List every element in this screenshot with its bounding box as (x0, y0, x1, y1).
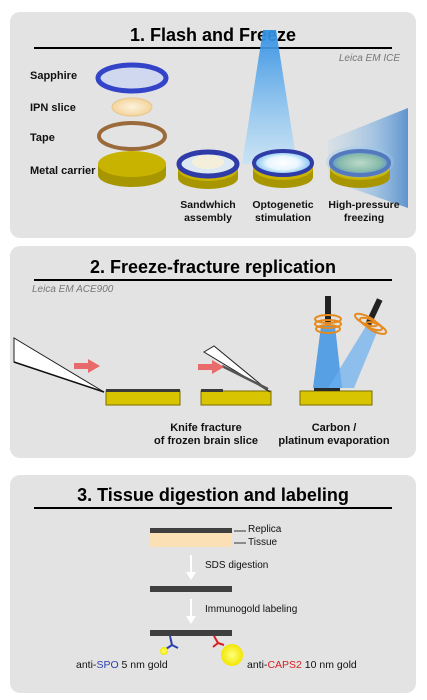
anti-caps2-target: CAPS2 (267, 659, 302, 671)
carbon-platinum-evaporation (299, 296, 388, 406)
replica-layer (150, 528, 232, 533)
gold-particle-10nm (221, 644, 243, 666)
caption-hpf-line1: High-pressure (328, 199, 400, 211)
anti-spo-prefix: anti- (76, 659, 97, 671)
panel1-title: 1. Flash and Freeze (129, 25, 297, 45)
caption-sandwich-line1: Sandwhich (180, 199, 236, 211)
layer-label-ipn-slice: IPN slice (30, 102, 76, 114)
caption-knife-line1: Knife fracture (170, 422, 242, 434)
labeled-replica (150, 630, 243, 666)
label-tissue: Tissue (248, 537, 278, 548)
caption-opto-line1: Optogenetic (252, 199, 314, 211)
replica-after-sds (150, 586, 232, 592)
layer-label-metal-carrier: Metal carrier (30, 165, 96, 177)
gold-particle-5nm (160, 647, 168, 655)
anti-caps2-suffix: 10 nm gold (301, 659, 357, 671)
optogenetic-stimulation (242, 30, 314, 188)
sandwich-assembly (176, 149, 240, 189)
carbon-electrode (325, 296, 331, 324)
arrow-down-2 (186, 599, 196, 624)
panel1-title-rule (34, 47, 392, 49)
panel2-instrument: Leica EM ACE900 (32, 284, 114, 295)
frozen-slice-1 (105, 389, 181, 406)
anti-spo-suffix: 5 nm gold (118, 659, 168, 671)
ipn-slice-disc (111, 97, 153, 117)
label-anti-spo: anti-SPO 5 nm gold (76, 659, 168, 671)
platinum-beam (328, 326, 378, 388)
layer-label-tape: Tape (30, 132, 55, 144)
tissue-layer (150, 533, 232, 547)
tape-ring (97, 121, 167, 151)
step-sds-digestion: SDS digestion (205, 560, 269, 571)
light-beam (242, 30, 297, 164)
freeze-fracture-illustration (13, 296, 388, 406)
caption-opto-line2: stimulation (254, 212, 311, 224)
caption-knife-fracture: Knife fracture of frozen brain slice (136, 422, 276, 448)
panel2-title: 2. Freeze-fracture replication (89, 257, 337, 277)
frozen-slice-2 (200, 389, 272, 406)
push-arrow-1 (74, 359, 100, 373)
panel3-title: 3. Tissue digestion and labeling (77, 485, 349, 505)
anti-caps2-prefix: anti- (247, 659, 268, 671)
label-anti-caps2: anti-CAPS2 10 nm gold (247, 659, 357, 671)
replica-tissue-stack (150, 528, 246, 547)
caption-evap-line2: platinum evaporation (278, 435, 390, 447)
carbon-beam (313, 326, 342, 388)
anti-spo-target: SPO (96, 659, 119, 671)
panel2-title-rule (34, 279, 392, 281)
carbon-coil (314, 314, 342, 334)
knife-2 (203, 345, 271, 393)
caption-sandwich: Sandwhich assembly (172, 199, 244, 225)
frozen-slice-3 (299, 390, 373, 406)
caption-hpf-line2: freezing (343, 212, 385, 224)
caption-knife-line2: of frozen brain slice (154, 435, 258, 447)
caption-sandwich-line2: assembly (184, 212, 232, 224)
step-immunogold-labeling: Immunogold labeling (205, 604, 298, 615)
arrow-down-1 (186, 555, 196, 580)
panel3-title-rule (34, 507, 392, 509)
caption-hpf: High-pressure freezing (322, 199, 406, 225)
high-pressure-freezing (326, 108, 408, 208)
caption-evaporation: Carbon / platinum evaporation (264, 422, 404, 448)
panel1-instrument: Leica EM ICE (338, 53, 400, 64)
flash-freeze-illustration (95, 30, 408, 208)
caption-evap-line1: Carbon / (311, 422, 357, 434)
spo-antibody (165, 635, 179, 650)
knife-1 (13, 337, 105, 393)
caps2-antibody (212, 635, 225, 648)
labeling-illustration (150, 528, 246, 666)
platinum-electrode (364, 298, 383, 328)
panel-tissue-digestion: 3. Tissue digestion and labeling (10, 475, 416, 693)
panel-flash-and-freeze: 1. Flash and Freeze Leica EM ICE Sapphir… (10, 12, 416, 238)
label-replica: Replica (248, 524, 282, 535)
caption-optogenetic: Optogenetic stimulation (246, 199, 320, 225)
replica-labeled (150, 630, 232, 636)
metal-carrier-disc (98, 151, 166, 187)
panel-freeze-fracture: 2. Freeze-fracture replication Leica EM … (10, 246, 416, 458)
platinum-coil (353, 312, 388, 335)
replica-film (314, 388, 340, 391)
sapphire-disc (95, 62, 169, 94)
push-arrow-2 (198, 360, 224, 374)
layer-label-sapphire: Sapphire (30, 70, 78, 82)
